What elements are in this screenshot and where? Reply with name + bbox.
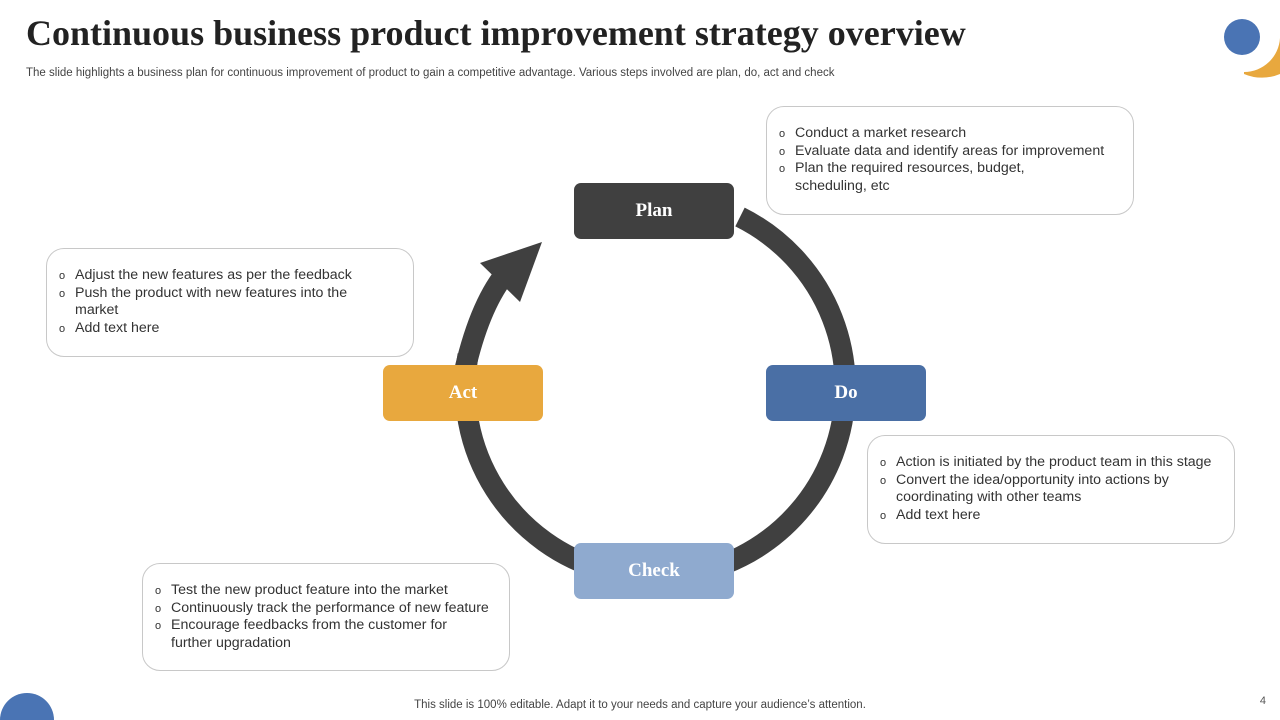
note-do: Action is initiated by the product team …: [867, 435, 1235, 544]
slide-title: Continuous business product improvement …: [26, 13, 966, 53]
page-number: 4: [1259, 695, 1266, 707]
note-act-item: Adjust the new features as per the feedb…: [59, 267, 401, 285]
note-act: Adjust the new features as per the feedb…: [46, 248, 414, 357]
footer-text: This slide is 100% editable. Adapt it to…: [414, 699, 866, 711]
cycle-ring: [454, 207, 856, 588]
corner-decoration-top-right: [1224, 0, 1280, 78]
note-do-item: Convert the idea/opportunity into action…: [880, 472, 1196, 507]
note-check: Test the new product feature into the ma…: [142, 563, 510, 671]
note-plan-item: Evaluate data and identify areas for imp…: [779, 143, 1121, 161]
note-act-item: Add text here: [59, 320, 401, 338]
note-check-item: Test the new product feature into the ma…: [155, 582, 497, 600]
stage-do: Do: [766, 365, 926, 421]
note-plan-item: Plan the required resources, budget, sch…: [779, 160, 1055, 195]
note-plan: Conduct a market research Evaluate data …: [766, 106, 1134, 215]
note-do-item: Add text here: [880, 507, 1222, 525]
note-act-item: Push the product with new features into …: [59, 285, 350, 320]
note-check-item: Encourage feedbacks from the customer fo…: [155, 617, 481, 652]
slide-subtitle: The slide highlights a business plan for…: [26, 67, 835, 79]
gold-arc-shape: [1244, 0, 1280, 78]
note-plan-item: Conduct a market research: [779, 125, 1121, 143]
stage-act: Act: [383, 365, 543, 421]
corner-decoration-bottom-left: [0, 693, 54, 720]
note-do-item: Action is initiated by the product team …: [880, 454, 1222, 472]
blue-circle-shape: [1224, 19, 1260, 55]
stage-plan: Plan: [574, 183, 734, 239]
cycle-arrow-shaft: [452, 267, 514, 381]
stage-check: Check: [574, 543, 734, 599]
arrow-head-icon: [480, 242, 542, 302]
note-check-item: Continuously track the performance of ne…: [155, 600, 497, 618]
